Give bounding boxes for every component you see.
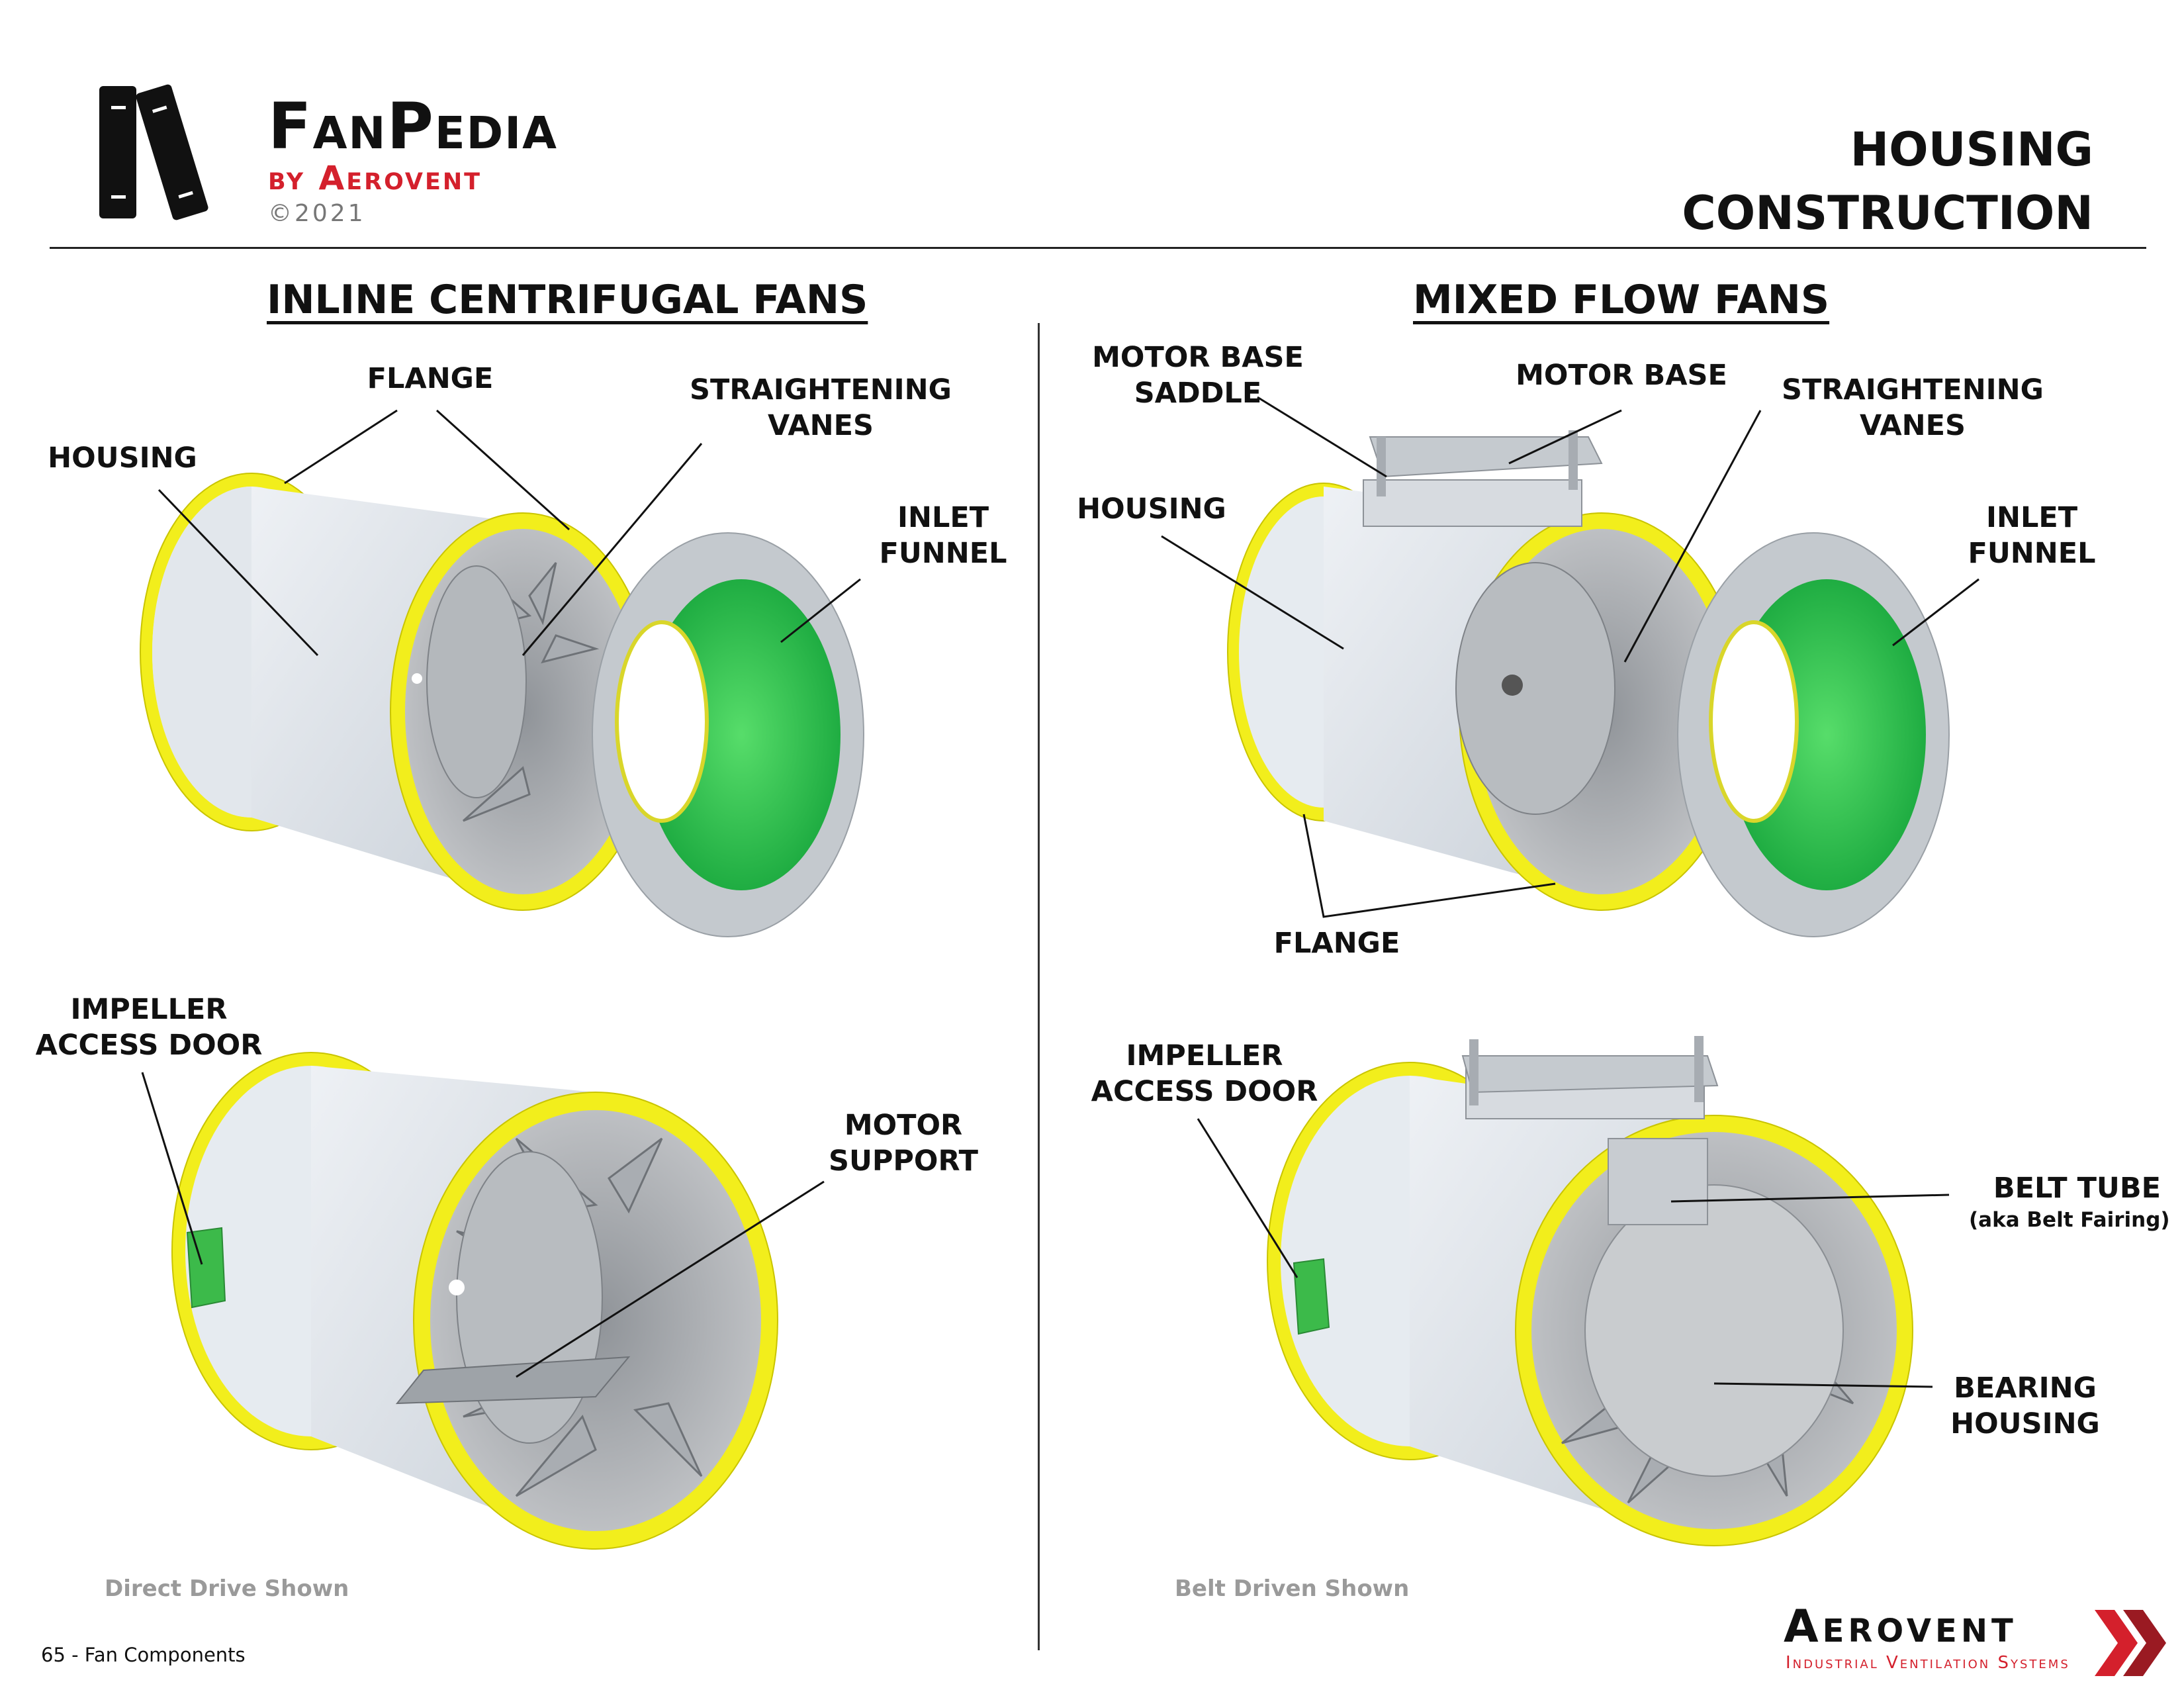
label-motor-support: MOTOR SUPPORT: [829, 1109, 978, 1178]
caption-belt-driven: Belt Driven Shown: [1175, 1575, 1410, 1602]
aerovent-tagline: Industrial Ventilation Systems: [1786, 1653, 2070, 1673]
label-bearing-housing: BEARING HOUSING: [1950, 1372, 2100, 1440]
label-inlet-funnel: INLET FUNNEL: [879, 501, 1007, 570]
caption-direct-drive: Direct Drive Shown: [105, 1575, 349, 1602]
aerovent-logo-text: Aerovent: [1784, 1601, 2017, 1653]
label-motor-base-saddle: MOTOR BASE SADDLE: [1092, 341, 1304, 410]
page-title-line-1: HOUSING: [1850, 122, 2093, 177]
label-motor-base: MOTOR BASE: [1516, 359, 1727, 392]
label-straightening-vanes: STRAIGHTENING VANES: [690, 373, 952, 442]
section-divider: [1038, 323, 1040, 1650]
label-flange-mixed: FLANGE: [1273, 927, 1400, 960]
brand-title: FanPedia: [268, 89, 559, 164]
page-title-line-2: CONSTRUCTION: [1682, 186, 2093, 240]
label-straightening-vanes-mixed: STRAIGHTENING VANES: [1782, 373, 2044, 442]
label-housing: HOUSING: [48, 442, 197, 475]
mixed-flow-assembled-illustration: [1267, 1036, 1913, 1546]
label-belt-tube: BELT TUBE: [1993, 1172, 2161, 1205]
copyright: ©2021: [268, 200, 366, 227]
page-title: HOUSING CONSTRUCTION: [1498, 118, 2093, 245]
inline-centrifugal-assembled-illustration: [171, 1052, 778, 1550]
label-belt-tube-note: (aka Belt Fairing): [1969, 1208, 2170, 1232]
label-impeller-access-door: IMPELLER ACCESS DOOR: [35, 993, 263, 1062]
header-rule: [50, 247, 2146, 249]
label-housing-mixed: HOUSING: [1077, 492, 1226, 526]
section-title-inline-centrifugal: INLINE CENTRIFUGAL FANS: [267, 277, 868, 323]
label-impeller-access-door-mixed: IMPELLER ACCESS DOOR: [1091, 1039, 1318, 1108]
section-title-mixed-flow: MIXED FLOW FANS: [1413, 277, 1830, 323]
footer-page-reference: 65 - Fan Components: [41, 1644, 246, 1666]
brand-subtitle: by Aerovent: [268, 159, 482, 197]
aerovent-chevron-icon: [2095, 1610, 2166, 1676]
inline-centrifugal-exploded-illustration: [140, 473, 864, 937]
fanpedia-logo-icon: [99, 84, 208, 220]
leader-lines: [141, 396, 1979, 1388]
label-flange: FLANGE: [367, 362, 494, 395]
mixed-flow-exploded-illustration: [1227, 430, 1950, 937]
label-inlet-funnel-mixed: INLET FUNNEL: [1968, 501, 2096, 570]
